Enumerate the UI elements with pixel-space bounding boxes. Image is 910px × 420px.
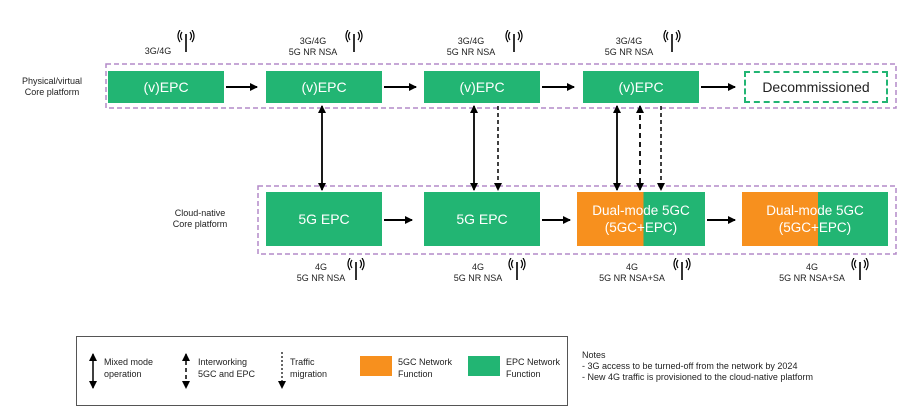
legend-5gc-label: 5GC Network Function <box>398 357 453 379</box>
notes: Notes - 3G access to be turned-off from … <box>582 350 813 383</box>
bottom-access-label-4: 4G 5G NR NSA+SA <box>779 262 845 283</box>
dual-mode-5gc-box-1: Dual-mode 5GC (5GC+EPC) <box>577 192 705 246</box>
dual-mode-5gc-box-2: Dual-mode 5GC (5GC+EPC) <box>742 192 888 246</box>
antenna-icon <box>347 258 365 280</box>
antenna-icon <box>345 30 363 52</box>
physical-platform-label: Physical/virtual Core platform <box>21 76 83 97</box>
legend-traffic-label: Traffic migration <box>290 357 328 379</box>
decommissioned-box: Decommissioned <box>744 71 888 103</box>
top-access-label-2: 3G/4G 5G NR NSA <box>288 36 338 57</box>
antenna-icon <box>851 258 869 280</box>
legend-epc-label: EPC Network Function <box>506 357 561 379</box>
vepc-box-4: (v)EPC <box>583 71 699 103</box>
legend-5gc-swatch <box>360 356 392 376</box>
notes-title: Notes <box>582 350 606 360</box>
vepc-box-3: (v)EPC <box>424 71 540 103</box>
cloud-platform-border <box>257 185 897 255</box>
bottom-access-label-3: 4G 5G NR NSA+SA <box>599 262 665 283</box>
legend-epc-swatch <box>468 356 500 376</box>
antenna-icon <box>505 30 523 52</box>
antenna-icon <box>177 30 195 52</box>
antenna-icon <box>663 30 681 52</box>
vepc-box-2: (v)EPC <box>266 71 382 103</box>
antenna-icon <box>508 258 526 280</box>
top-access-label-1: 3G/4G <box>144 46 172 56</box>
bottom-access-label-2: 4G 5G NR NSA <box>453 262 503 283</box>
top-access-label-3: 3G/4G 5G NR NSA <box>446 36 496 57</box>
legend-mixed-label: Mixed mode operation <box>104 357 154 379</box>
5g-epc-box-2: 5G EPC <box>424 192 540 246</box>
notes-line-2: - New 4G traffic is provisioned to the c… <box>582 372 813 382</box>
top-access-label-4: 3G/4G 5G NR NSA <box>604 36 654 57</box>
vepc-box-1: (v)EPC <box>108 71 224 103</box>
notes-line-1: - 3G access to be turned-off from the ne… <box>582 361 798 371</box>
physical-platform-border <box>105 63 897 109</box>
legend-interworking-label: Interworking 5GC and EPC <box>198 357 256 379</box>
5g-epc-box-1: 5G EPC <box>266 192 382 246</box>
cloud-platform-label: Cloud-native Core platform <box>172 208 228 229</box>
antenna-icon <box>673 258 691 280</box>
bottom-access-label-1: 4G 5G NR NSA <box>296 262 346 283</box>
legend <box>76 336 568 406</box>
